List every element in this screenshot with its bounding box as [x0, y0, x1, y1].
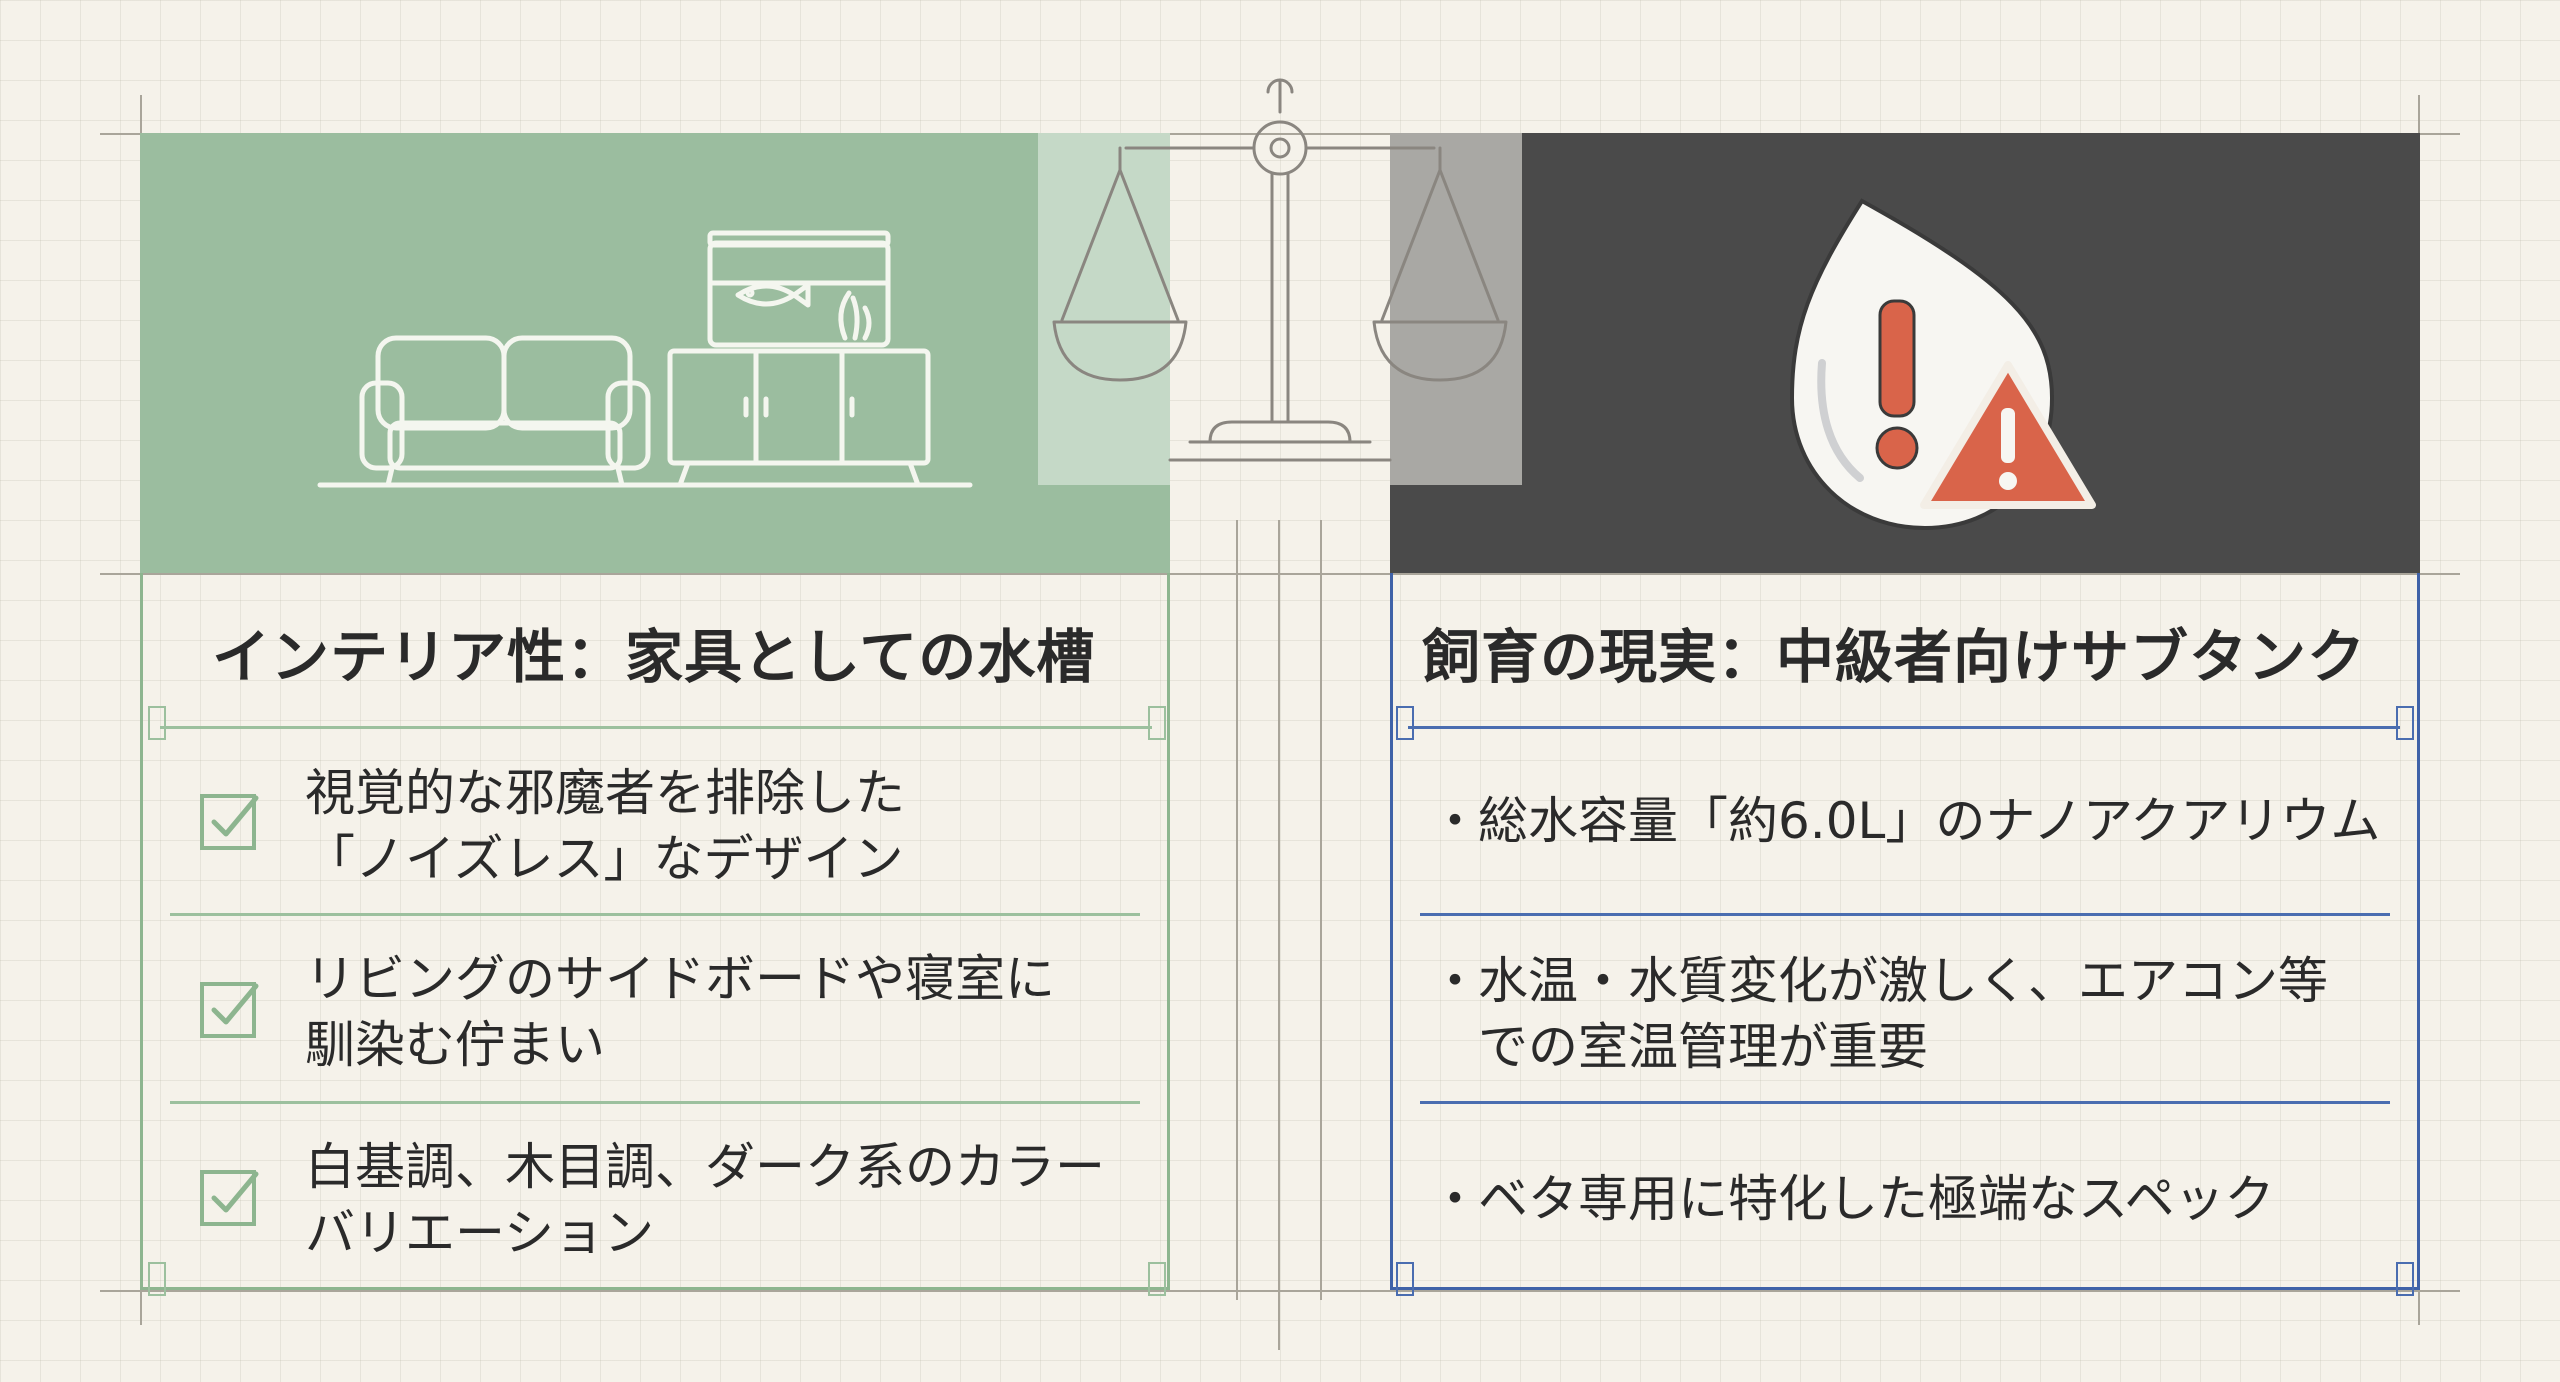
husbandry-item-3: ベタ専用に特化した極端なスペック — [1478, 1170, 2275, 1228]
corner-mark — [148, 1262, 166, 1296]
divider — [1420, 1101, 2390, 1104]
interior-title: インテリア性：家具としての水槽 — [212, 623, 1096, 691]
scale-band-left — [1038, 133, 1170, 485]
corner-mark — [148, 706, 166, 740]
checkbox-icon — [200, 982, 259, 1038]
checkbox-icon — [200, 1170, 259, 1226]
interior-illustration-panel — [140, 133, 1170, 573]
husbandry-text-panel — [1390, 573, 2420, 1290]
center-rail-c — [1320, 520, 1322, 1300]
husbandry-title: 飼育の現実：中級者向けサブタンク — [1422, 623, 2367, 691]
divider — [160, 726, 1152, 729]
frame-line-top — [100, 133, 2460, 135]
checkbox-icon — [200, 794, 259, 850]
scale-band-right — [1390, 133, 1522, 485]
sofa-aquarium-icon — [317, 230, 973, 488]
center-rail-b — [1278, 520, 1280, 1350]
husbandry-item-1: 総水容量「約6.0L」のナノアクアリウム — [1478, 792, 2381, 850]
frame-line-mid — [100, 573, 2460, 575]
corner-mark — [1148, 1262, 1166, 1296]
bullet-icon: ・ — [1430, 1170, 1480, 1228]
husbandry-item-2: 水温・水質変化が激しく、エアコン等 での室温管理が重要 — [1478, 952, 2328, 1076]
corner-mark — [1396, 706, 1414, 740]
bullet-icon: ・ — [1430, 792, 1480, 850]
corner-mark — [1396, 1262, 1414, 1296]
divider — [170, 913, 1140, 916]
divider — [1408, 726, 2400, 729]
interior-item-1: 視覚的な邪魔者を排除した 「ノイズレス」なデザイン — [305, 764, 905, 888]
interior-item-2: リビングのサイドボードや寝室に 馴染む佇まい — [305, 950, 1055, 1074]
center-rail-a — [1236, 520, 1238, 1300]
corner-mark — [2396, 706, 2414, 740]
interior-item-3: 白基調、木目調、ダーク系のカラー バリエーション — [305, 1138, 1105, 1262]
water-drop-warning-icon — [1789, 198, 2096, 531]
corner-mark — [2396, 1262, 2414, 1296]
divider — [1420, 913, 2390, 916]
bullet-icon: ・ — [1430, 952, 1480, 1010]
interior-text-panel — [140, 573, 1170, 1290]
corner-mark — [1148, 706, 1166, 740]
frame-line-bottom — [100, 1290, 2460, 1292]
warning-illustration-panel — [1390, 133, 2420, 573]
divider — [170, 1101, 1140, 1104]
balance-scale-icon — [1052, 78, 1508, 462]
